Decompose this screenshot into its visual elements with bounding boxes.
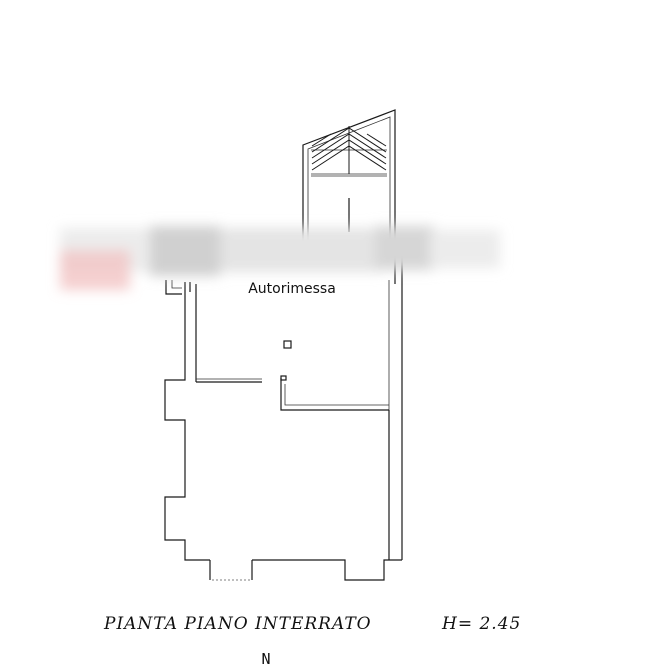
- height-label: H= 2.45: [441, 614, 521, 634]
- plan-title: PIANTA PIANO INTERRATO: [103, 614, 372, 634]
- pillar: [283, 340, 292, 349]
- interior-partitions: [196, 375, 389, 411]
- watermark: [60, 226, 500, 290]
- basement-outline: [164, 248, 403, 581]
- ramp: [302, 109, 396, 249]
- ramp-direction-icon: [311, 126, 387, 174]
- north-marker: N: [261, 650, 270, 668]
- room-label-garage: Autorimessa: [248, 281, 336, 297]
